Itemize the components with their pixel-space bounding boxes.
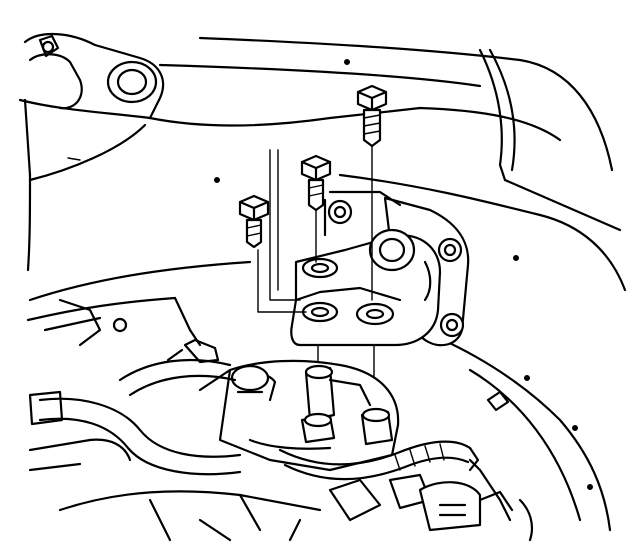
- transmission-housing: [198, 359, 400, 472]
- wheelhouse-panel: [214, 59, 627, 532]
- mount-bolt-left: [300, 154, 332, 263]
- mount-bolt-rear: [238, 194, 307, 313]
- body-frame-rail: [26, 36, 622, 272]
- mount-bolt-center-long: [356, 84, 388, 301]
- transmission-mount-bracket: [290, 228, 442, 347]
- coolant-hose: [28, 390, 242, 476]
- lower-engine-components: [58, 458, 534, 542]
- frame-rail-left: [26, 260, 252, 347]
- wiring-harness: [118, 338, 480, 481]
- strut-tower-assembly: [18, 32, 165, 177]
